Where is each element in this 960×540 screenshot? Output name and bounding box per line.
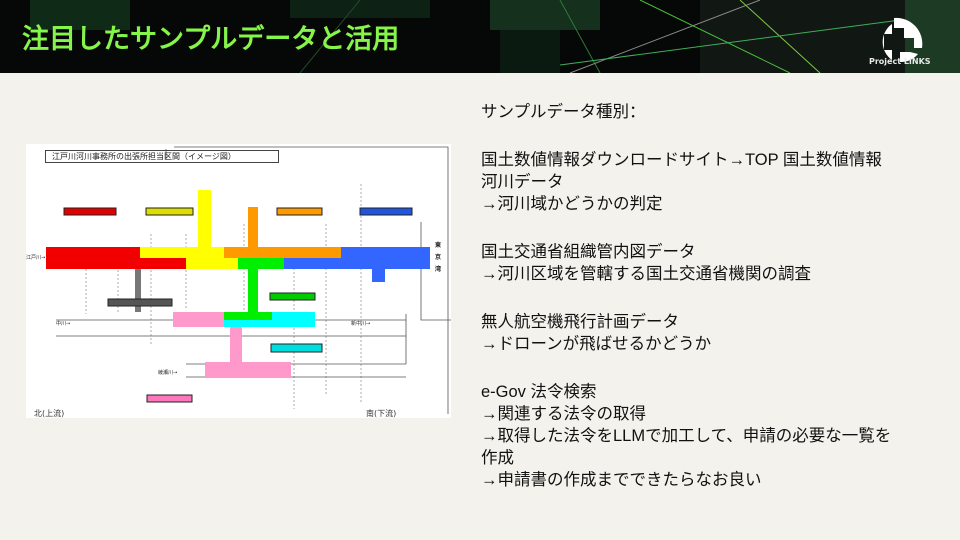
list-line: e-Gov 法令検索 [481, 383, 597, 401]
list-line: 作成 [481, 449, 514, 467]
sample-data-list: サンプルデータ種別： 国土数値情報ダウンロードサイト→TOP 国土数値情報 河川… [481, 101, 951, 491]
list-line: 無人航空機飛行計画データ [481, 313, 679, 331]
section-mlit-organization-data: 国土交通省組織管内図データ →河川区域を管轄する国土交通省機関の調査 [481, 241, 951, 285]
south-label: 南(下流) [366, 409, 397, 418]
list-line: →関連する法令の取得 [481, 405, 646, 423]
north-label: 北(上流) [34, 409, 65, 418]
river-label-edogawa: 江戸川→ [26, 255, 46, 261]
section-national-land-data: 国土数値情報ダウンロードサイト→TOP 国土数値情報 河川データ →河川域かどう… [481, 149, 951, 215]
list-line: →河川域かどうかの判定 [481, 195, 663, 213]
diagram-graphic [46, 146, 451, 414]
river-label-shinnakagawa: 新中川→ [351, 321, 371, 327]
section-egov-law-search: e-Gov 法令検索 →関連する法令の取得 →取得した法令をLLMで加工して、申… [481, 381, 951, 491]
logo-text: Project LINKS [869, 57, 931, 66]
diagram-title: 江戸川河川事務所の出張所担当区間（イメージ図） [45, 150, 279, 163]
section-drone-flight-data: 無人航空機飛行計画データ →ドローンが飛ばせるかどうか [481, 311, 951, 355]
project-links-logo-icon [882, 17, 923, 63]
list-line: →河川区域を管轄する国土交通省機関の調査 [481, 265, 811, 283]
list-line: →申請書の作成までできたらなお良い [481, 471, 762, 489]
list-line: 国土数値情報ダウンロードサイト→TOP 国土数値情報 [481, 151, 882, 169]
river-label-ayasegawa: 綾瀬川→ [158, 370, 178, 376]
office-jurisdiction-diagram: 江戸川河川事務所の出張所担当区間（イメージ図） 東京湾 江戸川→ 中川→ 綾瀬川… [26, 144, 451, 418]
bay-label: 東京湾 [435, 242, 442, 273]
river-label-nakagawa: 中川→ [56, 321, 71, 327]
list-line: →ドローンが飛ばせるかどうか [481, 335, 712, 353]
list-line: →取得した法令をLLMで加工して、申請の必要な一覧を [481, 427, 892, 445]
slide-title: 注目したサンプルデータと活用 [22, 24, 400, 55]
list-line: 河川データ [481, 173, 564, 191]
list-line: 国土交通省組織管内図データ [481, 243, 696, 261]
slide-header: 注目したサンプルデータと活用 Project LINKS [0, 0, 960, 73]
list-heading: サンプルデータ種別： [481, 103, 646, 121]
